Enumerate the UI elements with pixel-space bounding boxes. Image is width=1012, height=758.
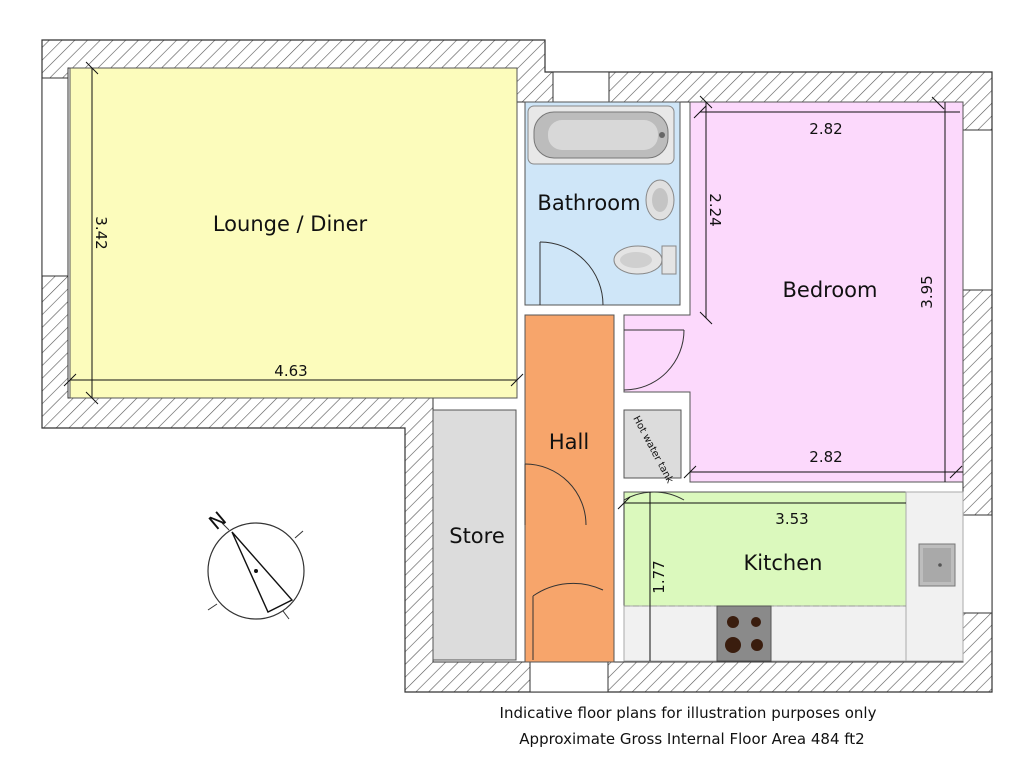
sink [918, 543, 956, 587]
room-store [432, 409, 517, 661]
label-bedroom: Bedroom [783, 278, 878, 302]
room-lounge-diner [69, 67, 518, 399]
door-bedroom [623, 329, 685, 391]
basin [645, 179, 675, 221]
dimension-lines [63, 61, 963, 661]
compass-rose: N [204, 507, 305, 620]
window-north [552, 71, 610, 103]
dim-bedroom-right: 3.95 [918, 275, 936, 308]
dim-kitchen-depth: 1.77 [650, 560, 668, 593]
label-bathroom: Bathroom [537, 191, 640, 215]
bathtub [527, 105, 675, 165]
toilet [613, 245, 677, 275]
label-lounge-diner: Lounge / Diner [213, 212, 368, 236]
dim-lounge-width: 4.63 [274, 362, 307, 380]
room-kitchen [623, 491, 907, 607]
hob [716, 605, 772, 662]
label-kitchen: Kitchen [744, 551, 823, 575]
window-east-2 [962, 514, 993, 614]
dim-lounge-depth: 3.42 [92, 216, 110, 249]
door-store [524, 463, 587, 526]
room-bedroom [623, 101, 964, 483]
door-entrance [532, 582, 604, 660]
dim-bedroom-top: 2.82 [809, 120, 842, 138]
window-east-1 [962, 129, 993, 291]
hot-water-tank [623, 409, 682, 479]
dim-bedroom-bottom: 2.82 [809, 448, 842, 466]
window-west [41, 77, 69, 277]
dim-bedroom-left: 2.24 [706, 193, 724, 226]
compass-needle [231, 531, 294, 613]
label-hall: Hall [549, 430, 589, 454]
compass-north-label: N [204, 507, 231, 535]
room-hall [524, 314, 615, 663]
door-bathroom [539, 241, 604, 306]
label-store: Store [449, 524, 505, 548]
caption-disclaimer: Indicative floor plans for illustration … [500, 704, 877, 722]
dim-kitchen-width: 3.53 [775, 510, 808, 528]
caption-floor-area: Approximate Gross Internal Floor Area 48… [519, 730, 864, 748]
window-south [529, 661, 609, 693]
